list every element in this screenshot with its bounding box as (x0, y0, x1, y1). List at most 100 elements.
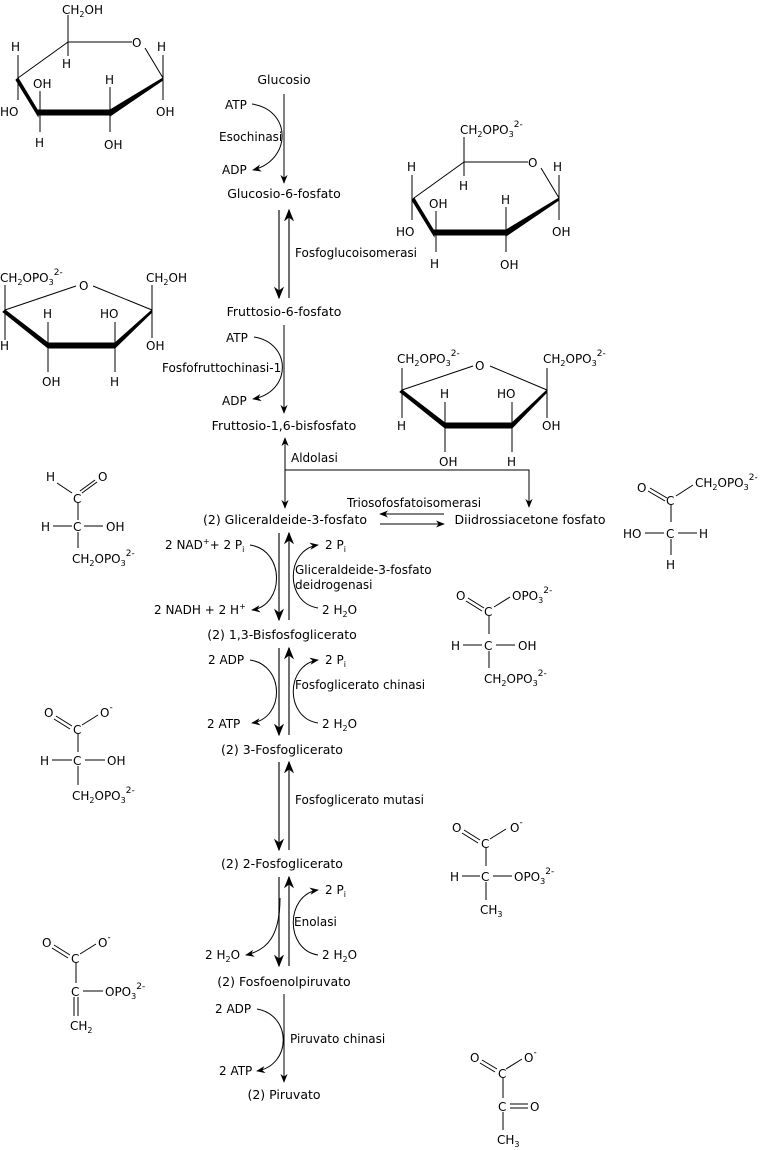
svg-text:OH: OH (146, 339, 164, 353)
cofactor-2atp-pgk: 2 ATP (207, 717, 240, 731)
svg-text:H: H (430, 257, 439, 271)
cofactor-2pi-gapdh: 2 Pi (325, 538, 346, 554)
svg-text:OH: OH (439, 455, 457, 469)
svg-text:H: H (440, 387, 449, 401)
svg-text:H: H (397, 419, 406, 433)
svg-text:O: O (79, 279, 88, 293)
svg-text:OH: OH (42, 375, 60, 389)
structure-glucosio: CH2OH O H H H OH H HO OH H OH (0, 3, 174, 152)
svg-text:CH2OPO32-: CH2OPO32- (543, 349, 606, 368)
cofactor-2adp-pk: 2 ADP (215, 1002, 251, 1016)
svg-text:C: C (484, 605, 492, 619)
svg-text:C: C (481, 837, 489, 851)
svg-text:OH: OH (542, 419, 560, 433)
enzyme-aldolasi: Aldolasi (291, 451, 338, 465)
svg-text:H: H (41, 520, 50, 534)
metabolite-piruvato: (2) Piruvato (247, 1087, 320, 1102)
svg-text:CH2OPO32-: CH2OPO32- (72, 786, 135, 805)
svg-text:H: H (105, 73, 114, 87)
cofactor-h2o-enolasi-left: 2 H2O (205, 948, 240, 964)
svg-text:O: O (528, 156, 537, 170)
metabolite-3-fosfoglicerato: (2) 3-Fosfoglicerato (221, 742, 343, 757)
structure-piruvato: O C O- C O CH3 (470, 1048, 539, 1149)
svg-text:H: H (450, 870, 459, 884)
cofactor-h2o-gapdh: 2 H2O (322, 603, 357, 619)
structure-gliceraldeide-3-fosfato: H O C H C OH CH2OPO32- (41, 470, 135, 568)
arrow-h2o-pi-enolasi (292, 887, 319, 956)
svg-text:O: O (475, 359, 484, 373)
svg-text:O: O (42, 936, 51, 950)
structure-fosfoenolpiruvato: O C O- C OPO32- CH2 (42, 933, 145, 1035)
enzyme-triosofosfatoisomerasi: Triosofosfatoisomerasi (346, 496, 481, 510)
svg-text:OH: OH (33, 77, 51, 91)
svg-text:O: O (44, 706, 53, 720)
cofactor-2pi-pgk: 2 Pi (325, 653, 346, 669)
svg-text:OH: OH (518, 639, 536, 653)
enzyme-enolasi: Enolasi (294, 915, 337, 929)
structure-fruttosio-6-fosfato: CH2OPO32- O CH2OH H HO H OH OH H (0, 268, 187, 389)
metabolite-fosfoenolpiruvato: (2) Fosfoenolpiruvato (217, 974, 350, 989)
cofactor-atp: ATP (225, 98, 247, 112)
svg-text:H: H (666, 558, 675, 572)
svg-text:CH2OPO32-: CH2OPO32- (397, 349, 460, 368)
cofactor-2atp-pk: 2 ATP (219, 1064, 252, 1078)
metabolite-glucosio-6-fosfato: Glucosio-6-fosfato (227, 186, 341, 201)
svg-text:H: H (11, 40, 20, 54)
structure-2-fosfoglicerato: O C O- H C OPO32- CH3 (450, 818, 554, 919)
arrow-atp-adp-esochinasi (251, 103, 283, 172)
metabolite-gliceraldeide-3-fosfato: (2) Gliceraldeide-3-fosfato (203, 512, 367, 527)
svg-text:CH2: CH2 (70, 1019, 93, 1035)
metabolite-1-3-bisfosfoglicerato: (2) 1,3-Bisfosfoglicerato (207, 627, 357, 642)
cofactor-nad-pi: 2 NAD++ 2 Pi (165, 537, 244, 554)
arrow-adp-atp-pk (256, 1008, 284, 1074)
svg-text:H: H (43, 307, 52, 321)
svg-text:H: H (110, 375, 119, 389)
cofactor-2adp-pgk: 2 ADP (208, 653, 244, 667)
svg-text:H: H (46, 470, 55, 484)
enzyme-esochinasi: Esochinasi (219, 130, 282, 144)
enzyme-fosfoglicerato-chinasi: Fosfoglicerato chinasi (295, 678, 425, 692)
structure-1-3-bisfosfoglicerato: O C OPO32- H C OH CH2OPO32- (451, 586, 552, 688)
structure-3-fosfoglicerato: O C O- H C OH CH2OPO32- (40, 703, 135, 805)
svg-text:OH: OH (500, 258, 518, 272)
arrow-adp-atp-pgk (249, 659, 277, 726)
svg-text:HO: HO (623, 527, 641, 541)
enzyme-piruvato-chinasi: Piruvato chinasi (290, 1032, 385, 1046)
svg-text:HO: HO (396, 225, 414, 239)
svg-text:CH2OH: CH2OH (62, 3, 103, 19)
svg-text:O-: O- (100, 703, 113, 720)
svg-text:OPO32-: OPO32- (105, 982, 145, 1001)
arrow-h2o-enolasi-out (245, 897, 281, 957)
structure-glucosio-6-fosfato: CH2OPO32- O H H H OH H HO OH H OH (396, 120, 570, 272)
svg-text:HO: HO (497, 387, 515, 401)
svg-text:HO: HO (0, 105, 18, 119)
svg-text:C: C (73, 723, 81, 737)
enzyme-gapdh-line2: deidrogenasi (295, 578, 373, 592)
svg-text:H: H (35, 136, 44, 150)
structure-fruttosio-1-6-bisfosfato: CH2OPO32- O CH2OPO32- H HO H OH OH H (397, 349, 606, 469)
svg-text:C: C (71, 952, 79, 966)
arrow-nad-nadh (249, 544, 277, 613)
svg-text:C: C (498, 1067, 506, 1081)
metabolite-2-fosfoglicerato: (2) 2-Fosfoglicerato (221, 856, 343, 871)
svg-text:HO: HO (100, 307, 118, 321)
arrow-h2o-pi-gapdh (292, 542, 319, 609)
cofactor-adp-pfk: ADP (222, 394, 247, 408)
svg-text:C: C (73, 520, 81, 534)
arrow-atp-adp-pfk (252, 336, 283, 402)
svg-text:OH: OH (104, 138, 122, 152)
svg-text:O: O (470, 1051, 479, 1065)
svg-text:C: C (498, 1100, 506, 1114)
svg-text:C: C (666, 527, 674, 541)
svg-text:O: O (98, 470, 107, 484)
svg-text:H: H (553, 160, 562, 174)
svg-text:C: C (71, 985, 79, 999)
cofactor-2pi-enolasi: 2 Pi (325, 883, 346, 899)
metabolite-glucosio: Glucosio (257, 72, 310, 87)
svg-text:C: C (484, 639, 492, 653)
cofactor-h2o-pgk: 2 H2O (322, 717, 357, 733)
svg-text:H: H (459, 179, 468, 193)
svg-text:O: O (456, 589, 465, 603)
metabolite-diidrossiacetone-fosfato: Diidrossiacetone fosfato (454, 512, 605, 527)
